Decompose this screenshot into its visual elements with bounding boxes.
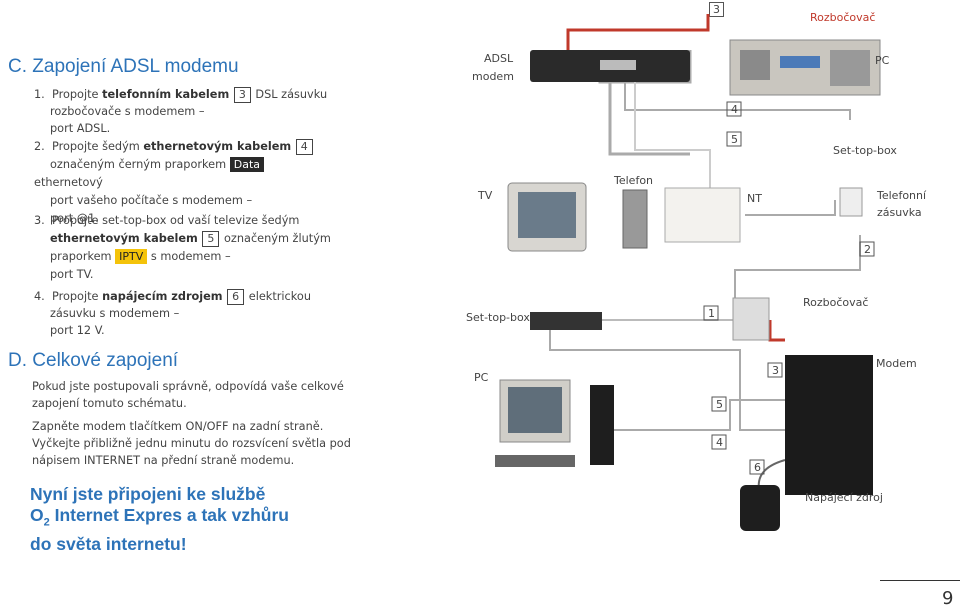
step-number: 4. [34,290,45,303]
step-text: DSL zásuvku [255,88,328,101]
splitter-wall-cable [734,235,861,300]
red-cable-top [566,14,710,55]
step-1: 1. Propojte telefonním kabelem 3 DSL zás… [34,86,334,137]
pc-bottom-label: PC [474,371,489,384]
cable-number-box: 6 [227,289,245,305]
step-2: 2. Propojte šedým ethernetovým kabelem 4… [34,138,334,228]
cable-number-box: 5 [202,231,220,247]
splitter [732,297,770,341]
settop-cable-bottom [549,330,785,431]
modem-bottom-label: Modem [876,357,917,370]
final-line: Nyní jste připojeni ke službě [30,484,266,504]
num-2: 2 [864,243,871,256]
cable-nt [634,70,711,190]
final-message: Nyní jste připojeni ke službě O2 Interne… [30,484,289,555]
step-text: ethernetový [34,176,103,189]
step-4: 4. Propojte napájecím zdrojem 6 elektric… [34,288,334,339]
rozbocovac-top-label: Rozbočovač [810,11,876,24]
num-6: 6 [754,461,761,474]
step-text: rozbočovače s modemem – [50,105,205,118]
iptv-tag: IPTV [115,249,148,264]
step-emph: ethernetovým kabelem [50,232,198,245]
step-text: zásuvku s modemem – [50,307,180,320]
num-5: 5 [731,133,738,146]
paragraph: zapojení tomuto schématu. [32,397,187,410]
final-line: O [30,505,44,525]
step-text: Propojte šedým [51,140,140,153]
step-text: Propojte [51,88,99,101]
step-text: port @1. [50,212,99,225]
keyboard [495,455,575,467]
step-number: 3. [34,214,45,227]
grey-cable-settop [608,70,690,156]
nt-label: NT [747,192,762,205]
page-divider [880,580,960,581]
paragraph: Vyčkejte přibližně jednu minutu do rozsv… [32,437,351,450]
step-text: praporkem [50,250,112,263]
paragraph: nápisem INTERNET na přední straně modemu… [32,454,295,467]
step-text: Propojte set-top-box od vaší televize še… [51,214,300,227]
cable-wall [745,200,836,216]
step-text: označeným černým praporkem [50,158,227,171]
connection-diagram: ADSL modem PC Set-top-box TV Telefon NT … [466,14,927,531]
settop-box [530,312,602,330]
step-emph: napájecím zdrojem [102,290,223,303]
step-text: s modemem – [150,250,231,263]
step-text: port 12 V. [50,324,105,337]
modem-label: modem [472,70,514,83]
step-emph: telefonním kabelem [102,88,230,101]
num-3: 3 [772,364,779,377]
page-number: 9 [942,588,954,609]
step-text: port vašeho počítače s modemem – [50,194,253,207]
step-emph: ethernetovým kabelem [143,140,292,153]
step-text: port ADSL. [50,122,111,135]
nt-box [664,187,741,243]
section-c-title: C. Zapojení ADSL modemu [8,56,239,77]
step-text: Propojte [51,290,99,303]
data-tag: Data [229,157,264,172]
settop-mid-label: Set-top-box [466,311,530,324]
zasuvka-label: zásuvka [877,206,922,219]
pc-top-label: PC [875,54,890,67]
section-d-text: Pokud jste postupovali správně, odpovídá… [32,378,352,412]
settop-top-label: Set-top-box [833,144,897,157]
step-number: 2. [34,140,45,153]
step-text: elektrickou [248,290,311,303]
step-text: označeným žlutým [224,232,331,245]
step-3: 3. Propojte set-top-box od vaší televize… [34,212,334,284]
section-d-title: D. Celkové zapojení [8,350,179,371]
wall-socket [839,187,863,217]
power-supply [740,485,780,531]
pc-tower [590,385,614,465]
telefon-label: Telefon [613,174,653,187]
step-number: 1. [34,88,45,101]
rozbocovac-mid-label: Rozbočovač [803,296,868,309]
telefon [622,189,648,249]
final-line: Internet Expres a tak vzhůru [49,505,289,525]
adsl-label: ADSL [484,52,514,65]
zdroj-label: Napájecí zdroj [805,491,883,504]
telefonni-label: Telefonní [876,189,927,202]
cable-number-box: 3 [233,87,251,103]
cable-number-box: 4 [295,139,313,155]
tv-label: TV [477,189,493,202]
section-d-text-2: Zapněte modem tlačítkem ON/OFF na zadní … [32,418,352,469]
pc-cable-bottom [590,399,785,431]
subscript: 2 [43,516,50,529]
grey-cable-2 [624,70,851,120]
step-text: port TV. [50,268,94,281]
num-4b: 4 [716,436,723,449]
red-cable-bottom [768,320,785,342]
modem [785,355,873,495]
num-1: 1 [708,307,715,320]
final-line: do světa internetu! [30,533,187,554]
label-3-top: 3 [709,2,724,17]
paragraph: Pokud jste postupovali správně, odpovídá… [32,380,344,393]
num-5b: 5 [716,398,723,411]
paragraph: Zapněte modem tlačítkem ON/OFF na zadní … [32,420,324,433]
num-4: 4 [731,103,738,116]
number-boxes: 4 5 2 1 3 5 4 6 [703,101,875,475]
